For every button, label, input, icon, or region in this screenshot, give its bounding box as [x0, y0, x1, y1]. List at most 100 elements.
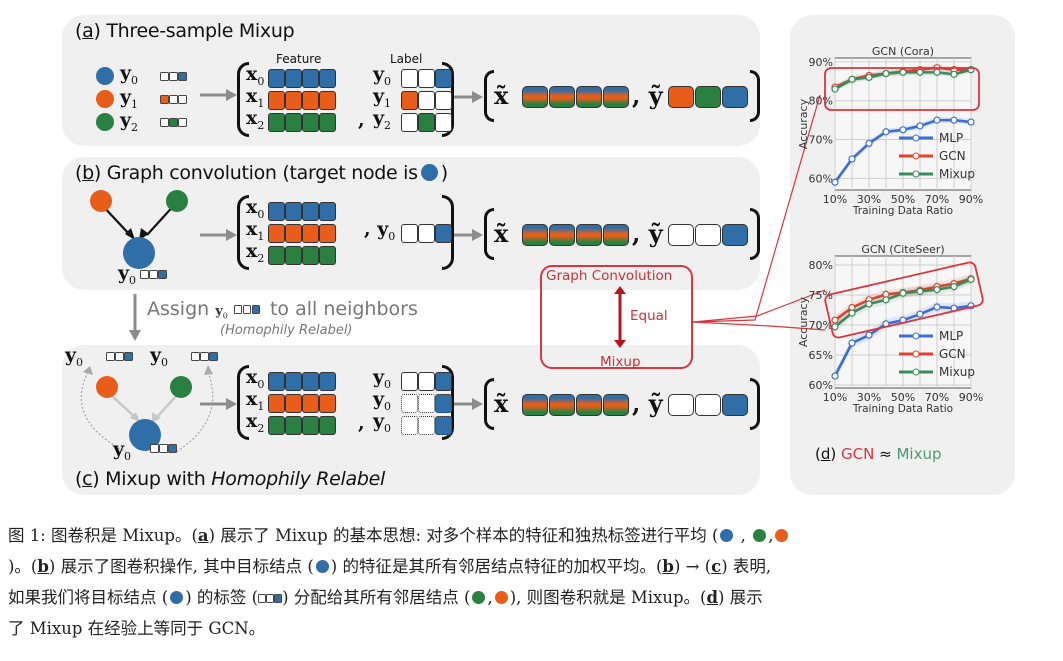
y-tick-label: 70%	[809, 319, 833, 332]
onehot-cell	[150, 444, 159, 453]
data-point-mlp	[916, 310, 924, 318]
feature-cell	[285, 224, 302, 243]
y-tick-label: 75%	[809, 289, 833, 302]
data-point-mixup	[899, 68, 907, 76]
row-label-x1: x1	[246, 388, 265, 413]
row-label-x2: x2	[246, 240, 265, 265]
x-tick-label: 30%	[857, 193, 881, 206]
comma: ,	[358, 412, 365, 434]
feature-cell	[268, 224, 285, 243]
data-point-mlp	[865, 331, 873, 339]
neighbor-green-node	[166, 190, 188, 212]
feature-cell	[285, 91, 302, 110]
onehot-cell	[169, 118, 178, 127]
label-cell	[418, 69, 435, 88]
chart-citeseer: 60%65%70%75%80%10%30%50%70%90%GCN (CiteS…	[797, 243, 984, 415]
legend-label: Mixup	[939, 365, 975, 379]
highlight-box	[824, 261, 984, 339]
mixed-feature-cell	[522, 394, 548, 416]
equal-bottom-label: Mixup	[600, 354, 641, 370]
node-orange-icon	[96, 90, 114, 108]
y-tick-label: 60%	[809, 379, 833, 392]
mixed-label-cell	[668, 224, 694, 246]
caption-line-2: )。(b) 展示了图卷积操作, 其中目标结点 () 的特征是其所有邻居结点特征的…	[8, 557, 772, 576]
neighbor-orange-node	[90, 190, 112, 212]
onehot-cell	[160, 95, 169, 104]
y-tick-label: 60%	[809, 172, 833, 185]
bracket-right	[750, 378, 760, 430]
relabel-y0-left: y0	[65, 344, 84, 369]
data-point-mixup	[882, 296, 890, 304]
mixed-feature-cell	[576, 394, 602, 416]
label-cell	[435, 69, 452, 88]
onehot-cell	[191, 352, 200, 361]
caption-line-1: 图 1: 图卷积是 Mixup。(a) 展示了 Mixup 的基本思想: 对多个…	[8, 520, 1058, 551]
mixed-feature-cell	[576, 224, 602, 246]
homophily-note: (Homophily Relabel)	[220, 323, 353, 338]
feature-cell	[319, 416, 336, 435]
data-point-mixup	[848, 75, 856, 83]
node-blue-icon	[96, 67, 114, 85]
x-tick-label: 50%	[891, 391, 915, 404]
panel-b-title: (b) Graph convolution (target node is)	[75, 162, 448, 184]
label-cell	[418, 372, 435, 391]
data-point-mlp	[967, 118, 975, 126]
panel-c-title: (c) Mixup with Homophily Relabel	[75, 468, 385, 490]
mixed-x-label: x̃	[494, 389, 509, 418]
data-point-mlp	[848, 155, 856, 163]
feature-cell	[302, 246, 319, 265]
mixed-label-cell	[668, 86, 694, 108]
data-point-mlp	[865, 139, 873, 148]
onehot-cell	[178, 72, 187, 81]
data-point-mlp	[831, 178, 839, 186]
panel-b	[62, 157, 760, 290]
data-point-mlp	[950, 116, 958, 124]
row-label-y0: y0	[373, 388, 392, 413]
bracket-left	[237, 195, 249, 270]
y-axis-label: Accuracy	[797, 296, 810, 347]
label-cell	[435, 91, 452, 110]
bracket-right	[750, 70, 760, 122]
legend-marker	[912, 134, 920, 142]
label-cell	[401, 224, 418, 243]
mixed-y-label: , ỹ	[632, 389, 663, 418]
target-label: y0	[118, 262, 137, 287]
feature-cell	[268, 394, 285, 413]
caption-line-3: 如果我们将目标结点 () 的标签 () 分配给其所有邻居结点 (,), 则图卷积…	[8, 588, 763, 607]
x-tick-label: 30%	[857, 391, 881, 404]
row-label-y0: , y0	[364, 218, 396, 243]
data-point-mlp	[848, 339, 856, 347]
x-axis-label: Training Data Ratio	[852, 403, 953, 415]
feature-cell	[302, 394, 319, 413]
onehot-cell	[115, 352, 124, 361]
label-cell	[401, 113, 418, 132]
chart-cora: 60%70%80%90%10%30%50%70%90%GCN (Cora)Tra…	[797, 45, 983, 217]
label-cell	[401, 91, 418, 110]
data-point-mlp	[933, 116, 941, 124]
x-tick-label: 90%	[959, 193, 983, 206]
feature-cell	[319, 91, 336, 110]
feature-cell	[319, 202, 336, 221]
feature-cell	[268, 372, 285, 391]
panel-a-title: (a) Three-sample Mixup	[75, 20, 295, 42]
legend-label: GCN	[939, 149, 966, 163]
onehot-cell	[209, 352, 218, 361]
row-label-x1: x1	[246, 218, 265, 243]
data-point-gcn	[831, 316, 839, 324]
feature-cell	[302, 69, 319, 88]
x-tick-label: 70%	[925, 193, 949, 206]
legend-label: GCN	[939, 347, 966, 361]
target-label-c: y0	[113, 438, 132, 463]
mixed-x-label: x̃	[494, 81, 509, 110]
mixed-label-cell	[722, 86, 748, 108]
data-point-mixup	[882, 69, 890, 78]
highlight-box	[824, 67, 980, 111]
row-label-x0: x0	[246, 63, 265, 88]
bracket-left	[237, 62, 249, 137]
bracket-left	[484, 378, 494, 430]
feature-cell	[319, 69, 336, 88]
feature-cell	[285, 416, 302, 435]
data-point-mixup	[916, 68, 924, 76]
label-cell	[418, 224, 435, 243]
feature-cell	[302, 224, 319, 243]
